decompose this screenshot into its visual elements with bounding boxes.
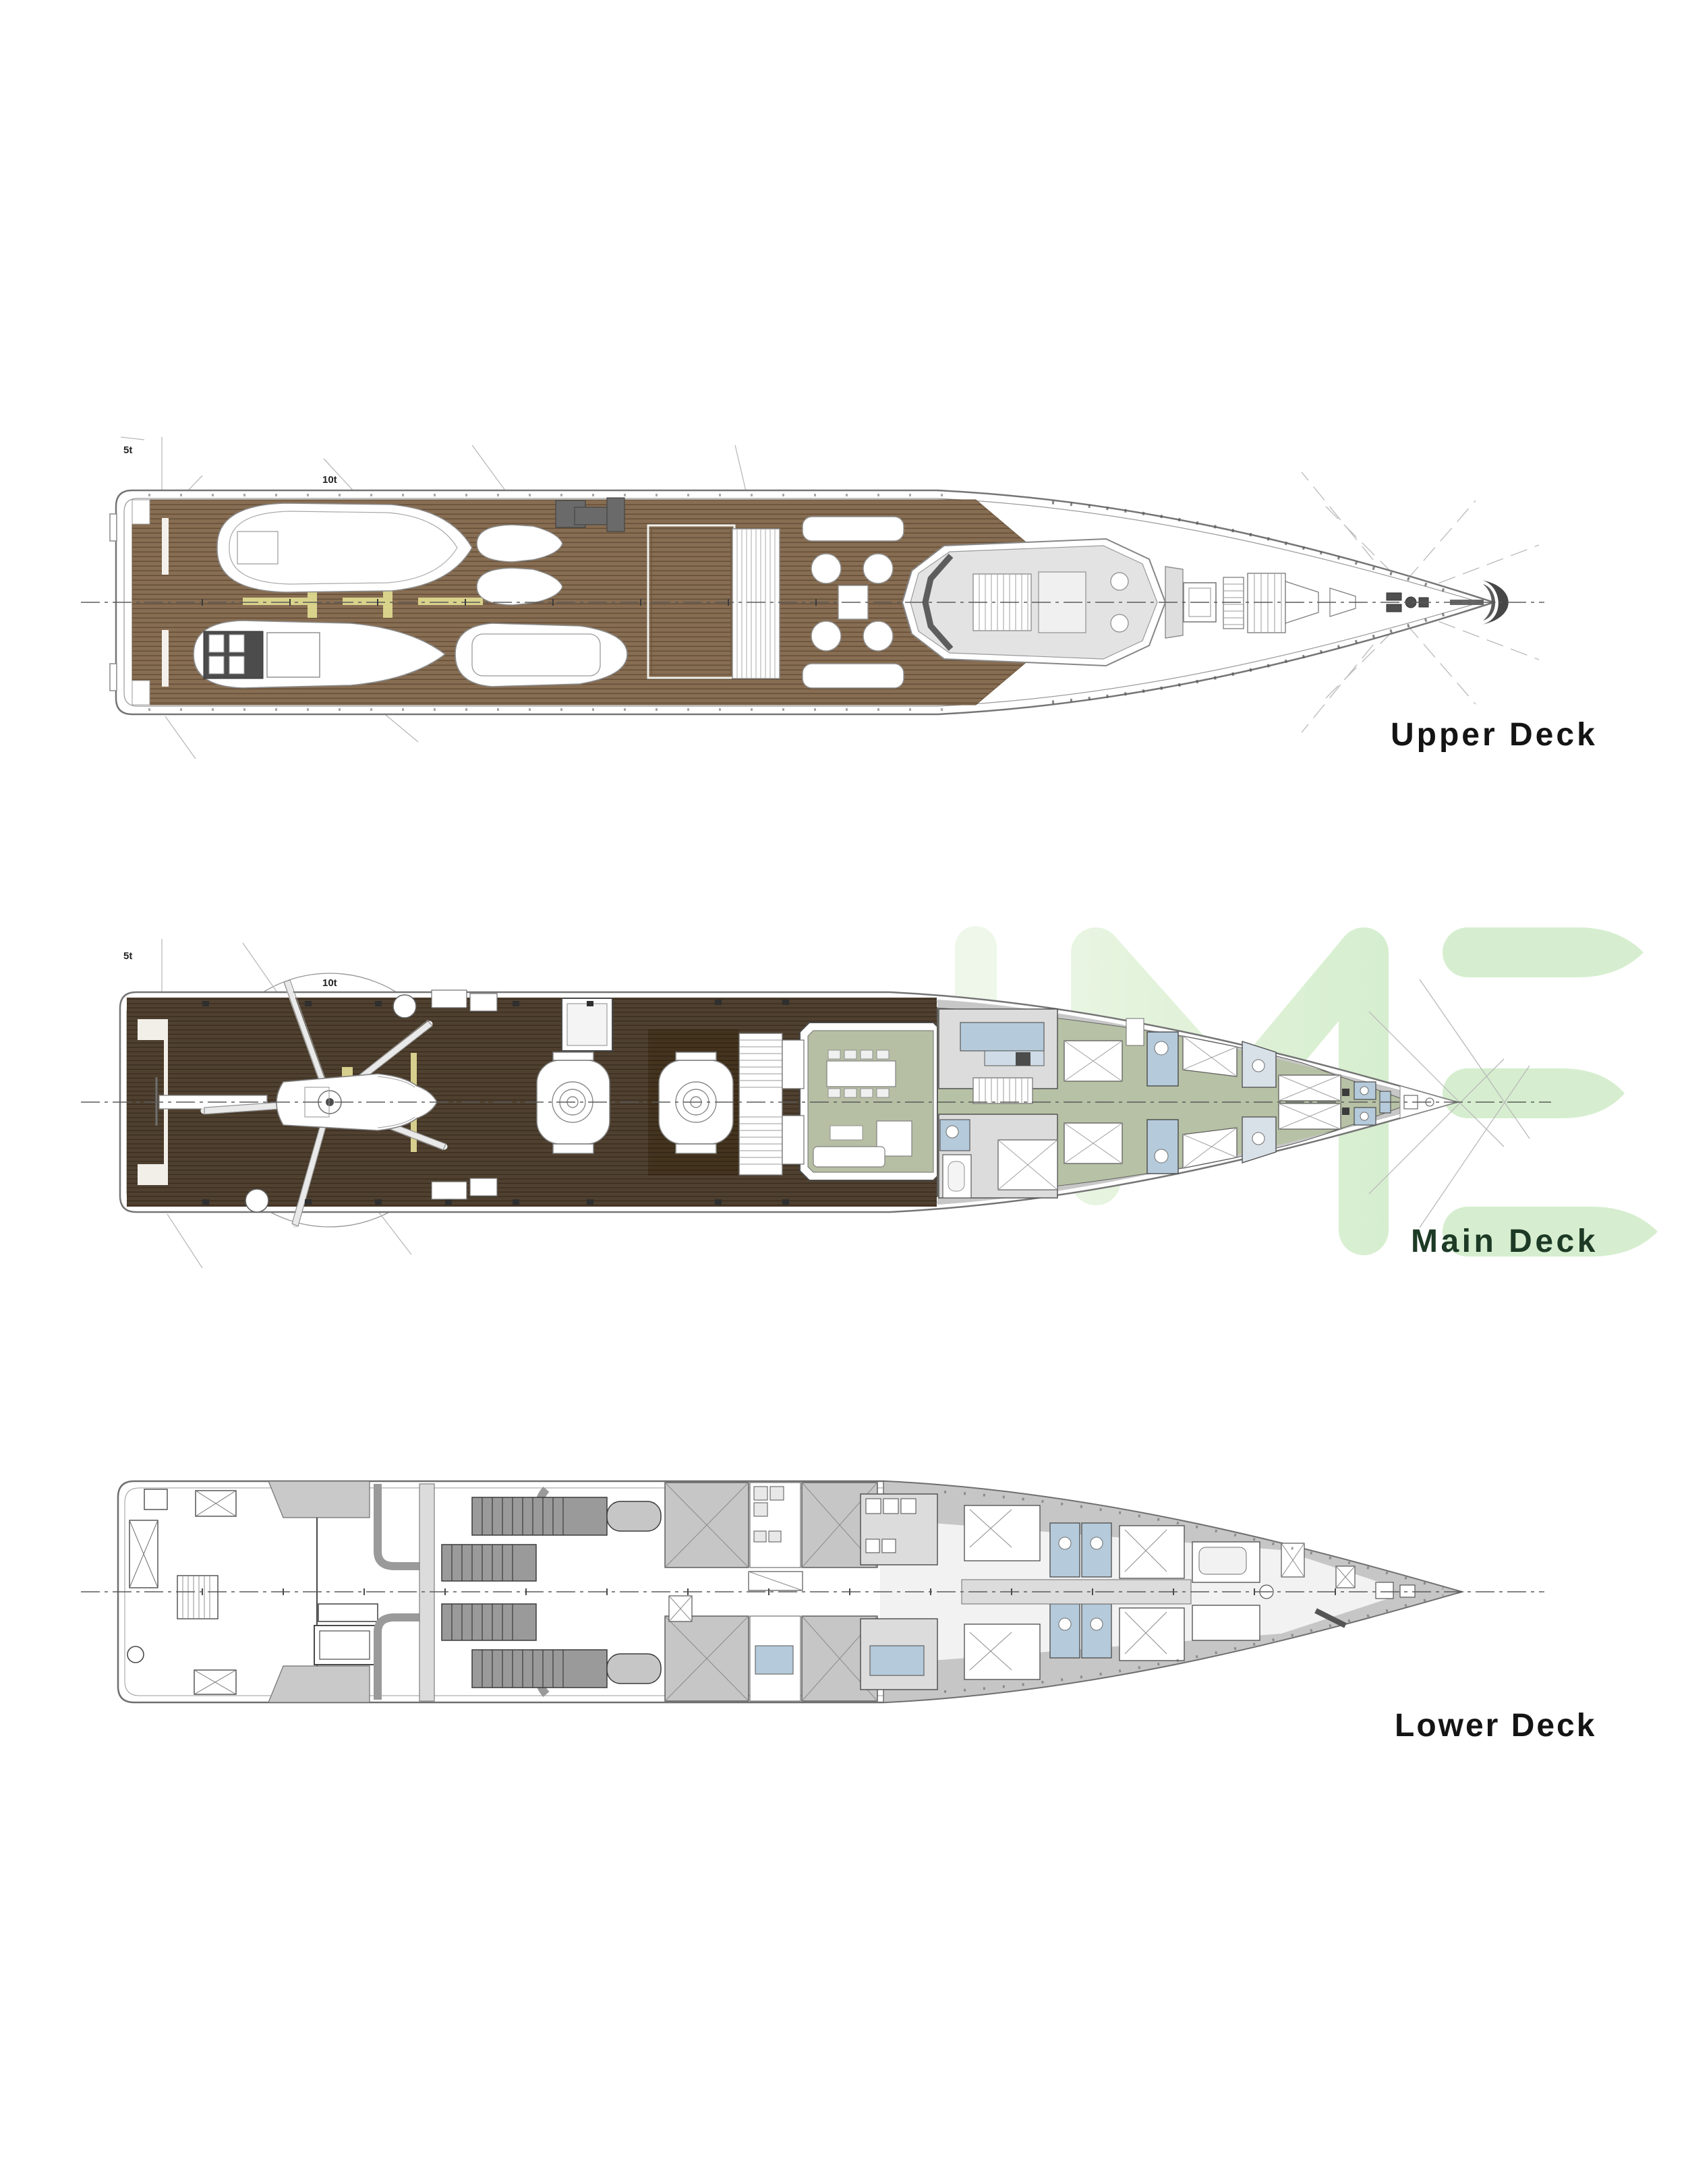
svg-text:10t: 10t <box>322 474 337 486</box>
svg-text:10t: 10t <box>322 977 337 989</box>
svg-text:Upper Deck: Upper Deck <box>1391 717 1598 753</box>
svg-text:5t: 5t <box>123 950 132 962</box>
svg-text:5t: 5t <box>123 444 132 456</box>
svg-text:Main Deck: Main Deck <box>1411 1224 1598 1259</box>
svg-text:Lower Deck: Lower Deck <box>1395 1708 1596 1744</box>
